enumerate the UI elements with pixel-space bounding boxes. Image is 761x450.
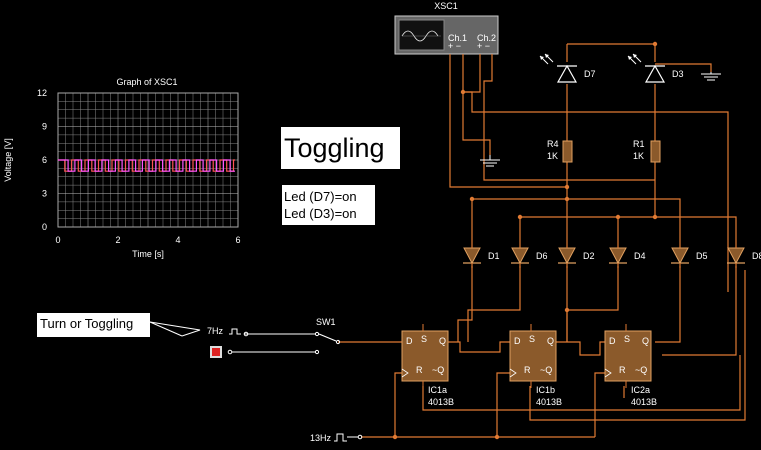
oscilloscope-xsc1[interactable]: XSC1 Ch.1 + − Ch.2 + −: [394, 1, 499, 55]
x-tick-label: 4: [175, 235, 180, 245]
turn-note: Turn or Toggling: [37, 313, 150, 337]
x-tick-label: 2: [115, 235, 120, 245]
clock-triangle-icon: [604, 368, 612, 378]
diode-label: D8: [752, 251, 761, 261]
diode-label: D1: [488, 251, 500, 261]
pin-label: Q: [642, 336, 649, 346]
pin-label: S: [421, 334, 427, 344]
pin-label: S: [624, 334, 630, 344]
pin-label: R: [416, 365, 423, 375]
y-tick-label: 12: [37, 88, 47, 98]
ic-part: 4013B: [428, 397, 454, 407]
junctions: [392, 41, 658, 440]
resistor-r4[interactable]: R4 1K: [547, 139, 573, 163]
led-d3-status: Led (D3)=on: [284, 206, 357, 221]
led-status-note: Led (D7)=on Led (D3)=on: [282, 185, 375, 225]
pin-label: ~Q: [432, 365, 444, 375]
diode-row: D1 D6 D2 D4 D5 D8: [463, 242, 761, 268]
switch-sw1[interactable]: SW1: [312, 317, 341, 355]
pin-label: D: [609, 336, 616, 346]
r4-value: 1K: [547, 151, 558, 161]
scope-ch2-pins: + −: [477, 41, 490, 51]
diode-d2[interactable]: D2: [558, 242, 595, 268]
y-tick-label: 9: [42, 122, 47, 132]
ic-part: 4013B: [536, 397, 562, 407]
pin-label: S: [529, 334, 535, 344]
scope-ch1-pins: + −: [448, 41, 461, 51]
diode-label: D5: [696, 251, 708, 261]
y-tick-label: 3: [42, 189, 47, 199]
toggling-title: Toggling: [281, 127, 400, 169]
diode-d6[interactable]: D6: [511, 242, 548, 268]
pin-label: Q: [547, 336, 554, 346]
scope-ch2-label: Ch.2: [477, 33, 496, 43]
y-tick-label: 0: [42, 222, 47, 232]
x-tick-label: 0: [55, 235, 60, 245]
ic-part: 4013B: [631, 397, 657, 407]
pin-label: R: [619, 365, 626, 375]
scope-label: XSC1: [434, 1, 458, 11]
clock-triangle-icon: [401, 368, 409, 378]
square-wave-icon: [229, 328, 241, 335]
series-line-1: [58, 159, 235, 172]
diode-d1[interactable]: D1: [463, 242, 500, 268]
diode-label: D2: [583, 251, 595, 261]
pin-label: Q: [439, 336, 446, 346]
diode-d5[interactable]: D5: [671, 242, 708, 268]
diode-label: D6: [536, 251, 548, 261]
switch-key-led[interactable]: [210, 346, 312, 358]
ground-icon: [701, 72, 721, 81]
ic-name: IC2a: [631, 385, 650, 395]
clock-triangle-icon: [509, 368, 517, 378]
r1-value: 1K: [633, 151, 644, 161]
led-d7-label: D7: [584, 69, 596, 79]
pointer-arrow: [149, 321, 201, 337]
x-axis-label: Time [s]: [132, 249, 164, 259]
led-d3-label: D3: [672, 69, 684, 79]
ic-name: IC1b: [536, 385, 555, 395]
clock-13hz-label: 13Hz: [310, 433, 332, 443]
graph-title: Graph of XSC1: [116, 77, 177, 87]
x-tick-label: 6: [235, 235, 240, 245]
clock-7hz[interactable]: 7Hz: [207, 326, 312, 337]
clock-7hz-label: 7Hz: [207, 326, 224, 336]
y-tick-label: 6: [42, 155, 47, 165]
clock-13hz[interactable]: 13Hz: [310, 433, 363, 443]
scope-screen: [398, 19, 445, 51]
scope-ch1-label: Ch.1: [448, 33, 467, 43]
resistor-r1[interactable]: R1 1K: [633, 139, 661, 163]
y-axis-ticks: 12 9 6 3 0: [37, 88, 47, 232]
diode-label: D4: [634, 251, 646, 261]
led-d3[interactable]: D3: [627, 53, 684, 83]
x-axis-ticks: 0 2 4 6: [55, 235, 240, 245]
wiring: [338, 43, 746, 438]
led-d7-status: Led (D7)=on: [284, 189, 357, 204]
square-wave-icon: [334, 433, 347, 442]
ground-icon: [480, 155, 500, 167]
diode-d8[interactable]: D8: [727, 242, 761, 268]
r1-name: R1: [633, 139, 645, 149]
r4-name: R4: [547, 139, 559, 149]
sine-icon: [401, 30, 439, 42]
graph-series: [58, 159, 235, 172]
y-axis-label: Voltage [V]: [3, 138, 13, 182]
switch-label: SW1: [316, 317, 336, 327]
pin-label: ~Q: [635, 365, 647, 375]
pin-label: D: [514, 336, 521, 346]
pin-label: R: [524, 365, 531, 375]
diode-d4[interactable]: D4: [609, 242, 646, 268]
ic-name: IC1a: [428, 385, 447, 395]
pin-label: ~Q: [540, 365, 552, 375]
pin-label: D: [406, 336, 413, 346]
graph-panel: Graph of XSC1 12 9 6 3 0 0 2 4 6 Time [s] Volta…: [3, 77, 241, 259]
led-d7[interactable]: D7: [539, 53, 596, 83]
series-line-2: [58, 159, 235, 172]
